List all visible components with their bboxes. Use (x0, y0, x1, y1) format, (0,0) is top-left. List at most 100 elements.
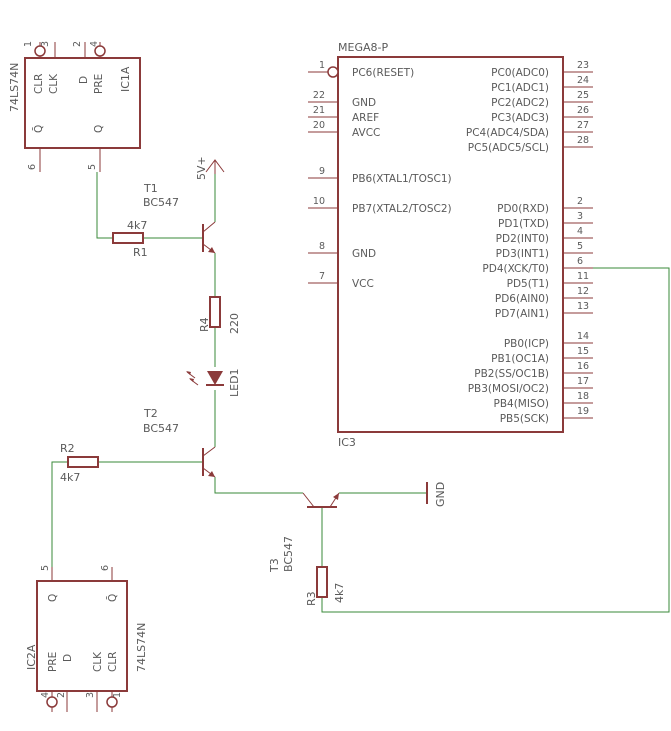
ic2a-pin-3: 3 (85, 692, 96, 698)
ic3-pin-label: PD3(INT1) (496, 248, 549, 260)
ic3-pin-label: PD4(XCK/T0) (482, 263, 549, 275)
r4[interactable]: R4 220 (198, 296, 241, 334)
ic3-body (337, 56, 564, 433)
ic3-pin-label: PD0(RXD) (497, 203, 549, 215)
ic3-pin-label: PB7(XTAL2/TOSC2) (352, 203, 452, 215)
ic3-pin-number: 19 (577, 406, 589, 417)
t2-name: T2 (143, 407, 158, 420)
ic3-pin-label: PD7(AIN1) (495, 308, 549, 320)
ic3-pin-number: 27 (577, 120, 589, 131)
ic3-pin-number: 14 (577, 331, 589, 342)
ic3-pin-label: AREF (352, 112, 379, 124)
ic3-pin-number: 28 (577, 135, 589, 146)
ic1a-pin-5: 5 (87, 164, 98, 170)
t3-value: BC547 (282, 536, 295, 572)
ic3-pin-label: PC3(ADC3) (491, 112, 549, 124)
ic3-pin-number: 12 (577, 286, 589, 297)
r3-name: R3 (305, 591, 318, 606)
ic1a-pin-3: 3 (40, 41, 51, 47)
wires (51, 172, 670, 613)
ic1a-label-clr: CLR (33, 74, 45, 94)
r1-value: 4k7 (127, 219, 147, 232)
ic3-value: MEGA8-P (338, 41, 388, 54)
led1-triangle (207, 371, 223, 385)
ic2a-label-pre: PRE (47, 652, 59, 672)
t3-name: T3 (268, 558, 281, 573)
ic3-pin-number: 4 (577, 226, 583, 237)
ic3-pin-label: GND (352, 97, 376, 109)
ic3-pin-number: 11 (577, 271, 589, 282)
ic2a-label-qbar: Q̄ (106, 594, 119, 602)
ic3-pin-number: 10 (313, 196, 325, 207)
ic3-name: IC3 (338, 436, 356, 449)
r4-name: R4 (198, 317, 211, 332)
ic1a-value: 74LS74N (8, 63, 21, 112)
ic3-pin-label: PB0(ICP) (504, 338, 549, 350)
ic2a-label-d: D (62, 654, 74, 662)
gnd-symbol[interactable]: GND (426, 482, 447, 507)
ic3-pin-label: PC4(ADC4/SDA) (466, 127, 549, 139)
r2-name: R2 (60, 442, 75, 455)
r1[interactable]: 4k7 R1 (112, 219, 148, 259)
ic3-pin-number: 3 (577, 211, 583, 222)
t3[interactable]: T3 BC547 (268, 492, 340, 573)
ic1a-pin-4: 4 (89, 41, 100, 47)
supply-5v[interactable]: 5V+ (195, 156, 225, 180)
ic2a[interactable]: 5 6 4 2 3 1 Q Q̄ PRE D CLK CLR IC2A 74LS… (25, 565, 148, 712)
r3-value: 4k7 (333, 583, 346, 603)
ic3-pin-label: PD2(INT0) (496, 233, 549, 245)
ic1a-label-qbar: Q̄ (32, 125, 45, 133)
ic3-pin-label: PC1(ADC1) (491, 82, 549, 94)
r2[interactable]: R2 4k7 (60, 442, 99, 484)
supply-5v-label: 5V+ (195, 156, 208, 180)
ic1a[interactable]: 1 3 2 4 6 5 CLR CLK D PRE Q̄ Q 74LS74N I… (8, 41, 141, 172)
ic3-pin-number: 8 (319, 241, 325, 252)
ic2a-pin-6: 6 (100, 565, 111, 571)
ic2a-label-clr: CLR (107, 652, 119, 672)
t1[interactable]: T1 BC547 (143, 182, 216, 254)
ic3-pin-label: PC5(ADC5/SCL) (468, 142, 549, 154)
r2-body (67, 456, 99, 468)
t2[interactable]: T2 BC547 (143, 407, 216, 478)
ic1a-pin-6: 6 (27, 164, 38, 170)
r3[interactable]: R3 4k7 (305, 566, 346, 606)
ic3-pin-label: AVCC (352, 127, 380, 139)
ic3-pin-label: PC6(RESET) (352, 67, 414, 79)
ic3-pin-label: PD5(T1) (507, 278, 549, 290)
ic3-pin-number: 22 (313, 90, 325, 101)
r4-body (209, 296, 221, 328)
r4-value: 220 (228, 313, 241, 334)
ic3-pin-label: PB4(MISO) (494, 398, 550, 410)
led1[interactable]: LED1 (186, 368, 241, 397)
